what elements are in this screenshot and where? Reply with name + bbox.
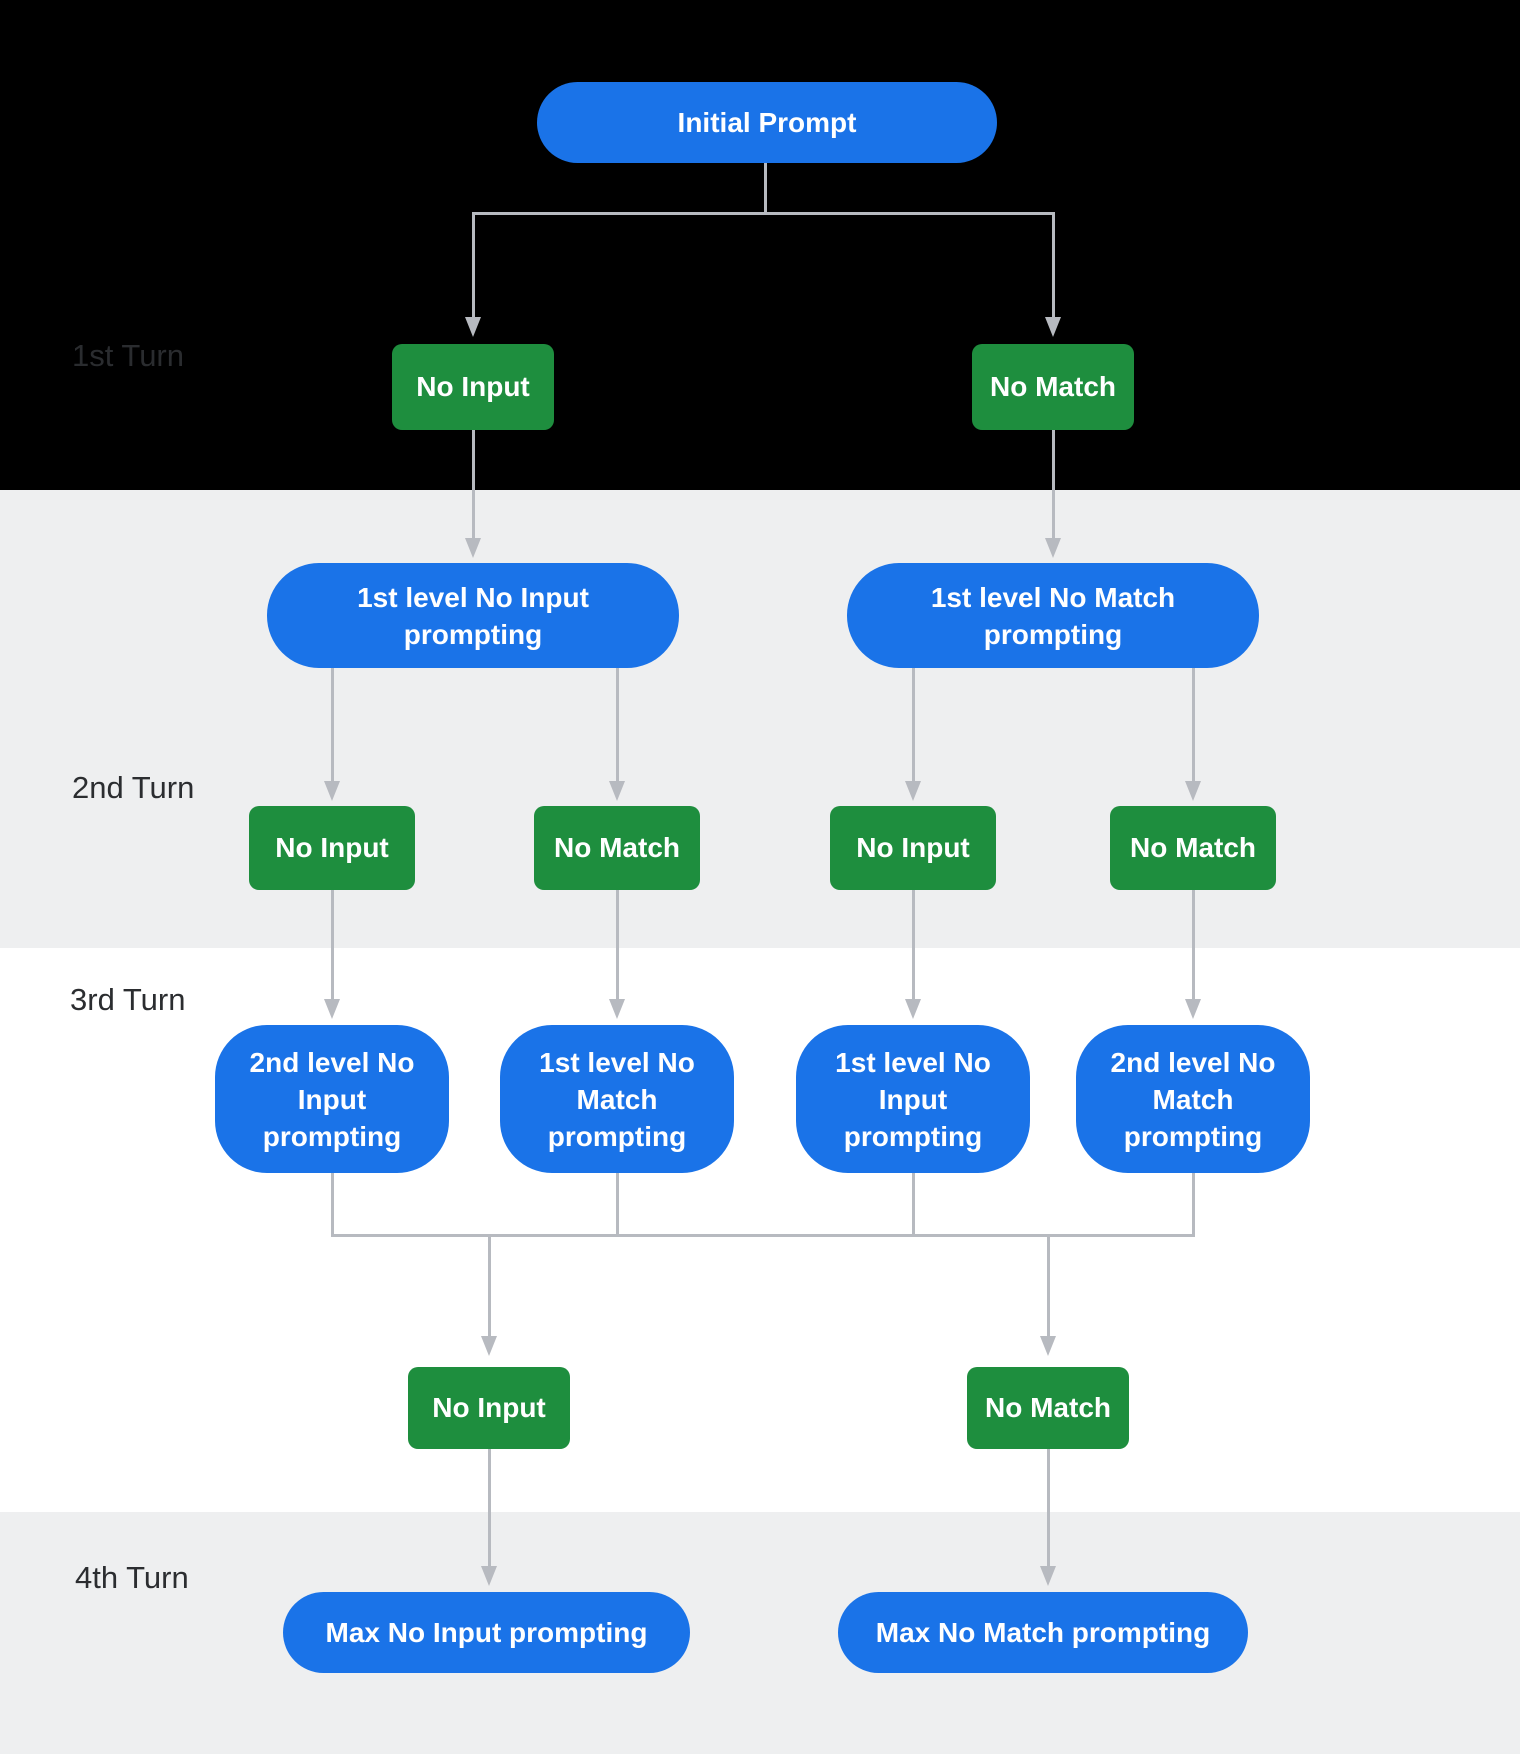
node-turn3-no-input: No Input [408, 1367, 570, 1449]
node-label-line: prompting [547, 1120, 687, 1152]
arrow-down-icon [1185, 999, 1201, 1019]
node-l2-no-match-prompting: 2nd level No Match prompting [1076, 1025, 1310, 1173]
node-label-line: 1st level No Match [930, 581, 1176, 613]
connector-line [1052, 430, 1055, 538]
arrow-down-icon [1045, 538, 1061, 558]
connector-line [472, 430, 475, 538]
band-turn-3 [0, 948, 1520, 1512]
arrow-down-icon [1040, 1336, 1056, 1356]
node-label: Max No Input prompting [325, 1616, 648, 1648]
node-l1-no-input-prompting: 1st level No Input prompting [267, 563, 679, 668]
arrow-down-icon [481, 1566, 497, 1586]
arrow-down-icon [609, 781, 625, 801]
connector-line [1052, 212, 1055, 318]
node-label-line: prompting [1123, 1120, 1263, 1152]
node-label-line: Match [576, 1083, 658, 1115]
node-turn2-no-input-1: No Input [249, 806, 415, 890]
arrow-down-icon [465, 317, 481, 337]
connector-line [488, 1449, 491, 1566]
connector-line [1047, 1449, 1050, 1566]
node-label-line: 1st level No Input [357, 581, 589, 613]
connector-line [616, 890, 619, 999]
connector-line [488, 1236, 491, 1336]
node-l1-no-input-prompting-2: 1st level No Input prompting [796, 1025, 1030, 1173]
node-label-line: prompting [262, 1120, 402, 1152]
node-turn1-no-match: No Match [972, 344, 1134, 430]
node-label: No Input [432, 1392, 546, 1423]
connector-line [912, 890, 915, 999]
turn-label-3: 3rd Turn [70, 982, 186, 1017]
arrow-down-icon [905, 781, 921, 801]
arrow-down-icon [1040, 1566, 1056, 1586]
node-label-line: 2nd level No [249, 1046, 415, 1078]
connector-line [1192, 890, 1195, 999]
node-label: No Match [985, 1392, 1111, 1423]
node-max-no-input-prompting: Max No Input prompting [283, 1592, 690, 1673]
node-label: No Match [554, 832, 680, 863]
node-label: No Input [416, 371, 530, 402]
node-turn3-no-match: No Match [967, 1367, 1129, 1449]
connector-line [331, 1173, 334, 1236]
node-label-line: Input [878, 1083, 948, 1115]
node-l1-no-match-prompting: 1st level No Match prompting [847, 563, 1259, 668]
node-l2-no-input-prompting: 2nd level No Input prompting [215, 1025, 449, 1173]
turn-label-4: 4th Turn [75, 1560, 189, 1595]
node-turn2-no-match-2: No Match [1110, 806, 1276, 890]
node-label-line: prompting [403, 618, 543, 650]
arrow-down-icon [324, 781, 340, 801]
node-label-line: 2nd level No [1110, 1046, 1276, 1078]
band-turn-2 [0, 490, 1520, 948]
node-turn2-no-input-2: No Input [830, 806, 996, 890]
node-turn2-no-match-1: No Match [534, 806, 700, 890]
connector-line [472, 212, 475, 318]
connector-line [331, 668, 334, 781]
turn-label-1: 1st Turn [72, 338, 184, 373]
node-turn1-no-input: No Input [392, 344, 554, 430]
connector-line [1192, 668, 1195, 781]
node-label: Max No Match prompting [875, 1616, 1211, 1648]
node-initial-prompt: Initial Prompt [537, 82, 997, 163]
node-l1-no-match-prompting-2: 1st level No Match prompting [500, 1025, 734, 1173]
node-label: No Match [990, 371, 1116, 402]
node-label-line: Input [297, 1083, 367, 1115]
arrow-down-icon [481, 1336, 497, 1356]
node-label-line: Match [1152, 1083, 1234, 1115]
node-label-line: prompting [983, 618, 1123, 650]
band-turn-1 [0, 0, 1520, 490]
connector-line [616, 668, 619, 781]
node-label: No Input [275, 832, 389, 863]
node-label: No Input [856, 832, 970, 863]
connector-line [912, 668, 915, 781]
node-label-line: prompting [843, 1120, 983, 1152]
band-turn-4 [0, 1512, 1520, 1754]
arrow-down-icon [465, 538, 481, 558]
arrow-down-icon [905, 999, 921, 1019]
connector-line [912, 1173, 915, 1236]
node-initial-prompt-label: Initial Prompt [677, 106, 857, 138]
connector-line [331, 890, 334, 999]
connector-line [1192, 1173, 1195, 1236]
connector-line [764, 163, 767, 215]
connector-line [331, 1234, 1195, 1237]
node-max-no-match-prompting: Max No Match prompting [838, 1592, 1248, 1673]
arrow-down-icon [609, 999, 625, 1019]
connector-line [1047, 1236, 1050, 1336]
connector-line [616, 1173, 619, 1236]
arrow-down-icon [324, 999, 340, 1019]
arrow-down-icon [1045, 317, 1061, 337]
connector-line [472, 212, 1055, 215]
node-label-line: 1st level No [539, 1046, 695, 1078]
turn-label-2: 2nd Turn [72, 770, 195, 805]
node-label: No Match [1130, 832, 1256, 863]
node-label-line: 1st level No [835, 1046, 991, 1078]
arrow-down-icon [1185, 781, 1201, 801]
